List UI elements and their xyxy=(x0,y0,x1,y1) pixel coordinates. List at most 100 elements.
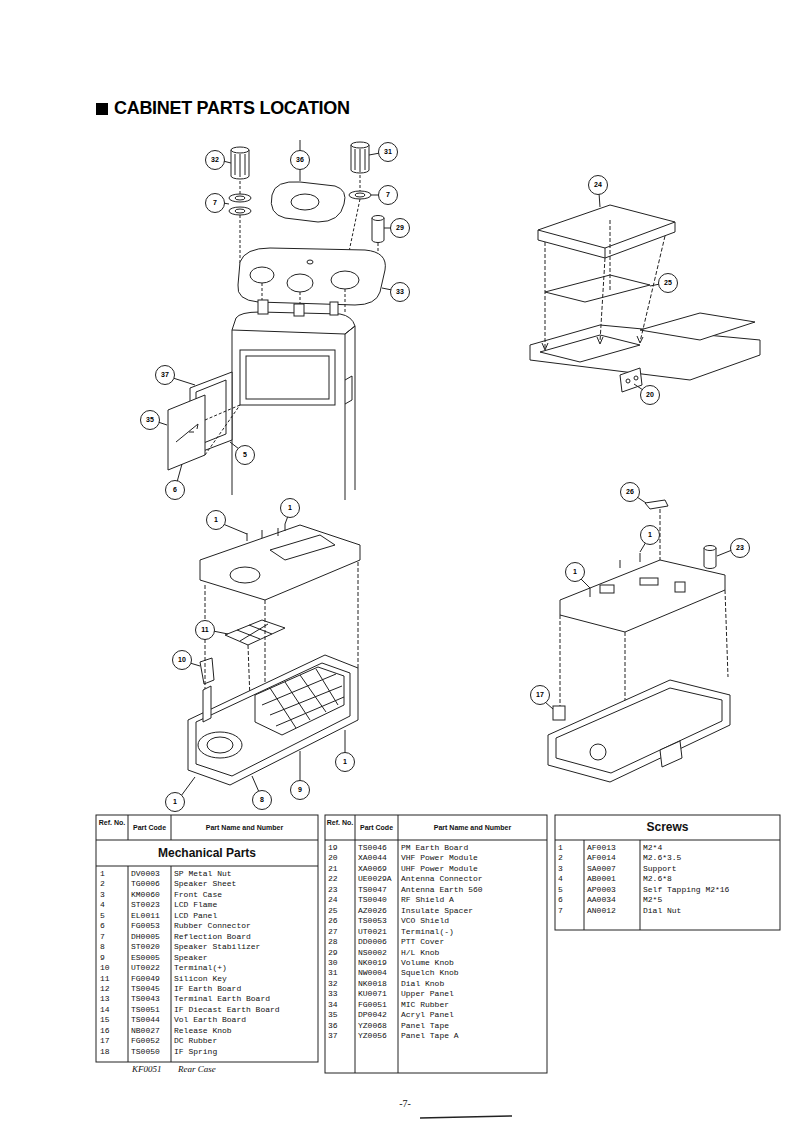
upper-assembly-figure xyxy=(235,154,245,177)
table-cell: Panel Tape xyxy=(401,1021,449,1031)
front-case-figure xyxy=(198,732,242,758)
callout-outline xyxy=(531,686,550,705)
callout-outline xyxy=(391,283,410,302)
page-title: CABINET PARTS LOCATION xyxy=(114,97,350,119)
table-frame xyxy=(325,815,547,1073)
table-cell: FG0052 xyxy=(131,1036,160,1046)
table-header: Ref. No. xyxy=(96,819,128,827)
callout-outline xyxy=(166,481,185,500)
table-cell: FG0049 xyxy=(131,974,160,984)
rear-case-figure xyxy=(556,688,722,773)
table-cell: VCO Shield xyxy=(401,916,449,926)
callout-number: 7 xyxy=(205,199,225,207)
table-cell: AF0014 xyxy=(587,853,616,863)
upper-assembly-figure xyxy=(240,350,335,405)
shield-figure xyxy=(634,376,638,380)
callout-number: 11 xyxy=(195,626,215,634)
table-cell: AP0003 xyxy=(587,885,616,895)
callout-number: 37 xyxy=(155,371,175,379)
callout-circle: 32 xyxy=(205,150,225,170)
title-bullet xyxy=(96,103,108,115)
table-cell: 5 xyxy=(558,885,563,895)
table-cell: 20 xyxy=(328,853,338,863)
callout-outline xyxy=(291,151,310,170)
table-cell: 2 xyxy=(100,879,105,889)
table-cell: TS0053 xyxy=(358,916,387,926)
table-cell: Support xyxy=(643,864,677,874)
upper-assembly-figure xyxy=(355,149,365,172)
callout-outline xyxy=(621,483,640,502)
table-cell: Terminal(-) xyxy=(401,927,454,937)
table-cell: DH0005 xyxy=(131,932,160,942)
table-cell: TS0050 xyxy=(131,1047,160,1057)
table-cell: Release Knob xyxy=(174,1026,232,1036)
table-cell: Acryl Panel xyxy=(401,1010,454,1020)
page-number: -7- xyxy=(375,1098,435,1110)
table-cell: 17 xyxy=(100,1036,110,1046)
table-cell: IF Spring xyxy=(174,1047,217,1057)
callout-outline xyxy=(141,411,160,430)
callout-circle: 5 xyxy=(235,445,255,465)
callout-number: 7 xyxy=(378,191,398,199)
callout-circle: 1 xyxy=(565,562,585,582)
table-cell: DV0003 xyxy=(131,869,160,879)
table-cell: 31 xyxy=(328,968,338,978)
callout-number: 10 xyxy=(172,656,192,664)
table-cell: TS0046 xyxy=(358,843,387,853)
callout-circle: 1 xyxy=(280,498,300,518)
upper-assembly-figure xyxy=(229,207,251,215)
upper-assembly-figure xyxy=(231,147,249,153)
table-cell: FG0053 xyxy=(131,921,160,931)
callout-outline xyxy=(379,186,398,205)
table-cell: 2 xyxy=(558,853,563,863)
table-cell: 23 xyxy=(328,885,338,895)
table-cell: MIC Rubber xyxy=(401,1000,449,1010)
table-cell: TS0044 xyxy=(131,1015,160,1025)
shield-figure xyxy=(640,313,755,340)
callout-circle: 25 xyxy=(658,273,678,293)
shield-figure xyxy=(545,275,650,302)
rear-case-figure xyxy=(704,548,716,569)
callout-outline xyxy=(589,176,608,195)
callout-circle: 20 xyxy=(640,385,660,405)
table-cell: NK0019 xyxy=(358,958,387,968)
table-cell: 22 xyxy=(328,874,338,884)
callout-number: 35 xyxy=(140,416,160,424)
callout-outline xyxy=(207,511,226,530)
table-frame xyxy=(96,815,318,1062)
shield-figure xyxy=(538,222,675,258)
table-cell: NB0027 xyxy=(131,1026,160,1036)
table-cell: Antenna Earth 560 xyxy=(401,885,483,895)
front-case-figure xyxy=(196,663,350,776)
rear-case-figure xyxy=(645,500,668,509)
upper-assembly-figure xyxy=(205,405,240,455)
table-cell: SA0007 xyxy=(587,864,616,874)
callout-circle: 6 xyxy=(165,480,185,500)
shield-figure xyxy=(545,220,665,348)
table-cell: M2*5 xyxy=(643,895,662,905)
table-cell: 12 xyxy=(100,984,110,994)
table-cell: XA0044 xyxy=(358,853,387,863)
front-case-figure xyxy=(200,658,214,684)
table-cell: UT0022 xyxy=(131,963,160,973)
table-cell: Silicon Key xyxy=(174,974,227,984)
callout-number: 9 xyxy=(290,786,310,794)
callout-circle: 11 xyxy=(195,620,215,640)
table-cell: 30 xyxy=(328,958,338,968)
table-cell: Self Tapping M2*16 xyxy=(643,885,729,895)
upper-assembly-figure xyxy=(250,267,274,283)
leader-line xyxy=(158,153,392,482)
upper-assembly-figure xyxy=(232,326,355,500)
table-cell: TS0045 xyxy=(131,984,160,994)
front-case-figure xyxy=(203,686,211,722)
upper-assembly-figure xyxy=(235,196,245,200)
table-cell: NS0002 xyxy=(358,948,387,958)
front-case-figure xyxy=(200,525,360,600)
table-cell: LCD Flame xyxy=(174,900,217,910)
table-cell: 1 xyxy=(558,843,563,853)
table-cell: 5 xyxy=(100,911,105,921)
callout-circle: 26 xyxy=(620,482,640,502)
table-cell: PTT Cover xyxy=(401,937,444,947)
upper-assembly-figure xyxy=(372,216,384,221)
rear-case-figure xyxy=(590,744,606,760)
